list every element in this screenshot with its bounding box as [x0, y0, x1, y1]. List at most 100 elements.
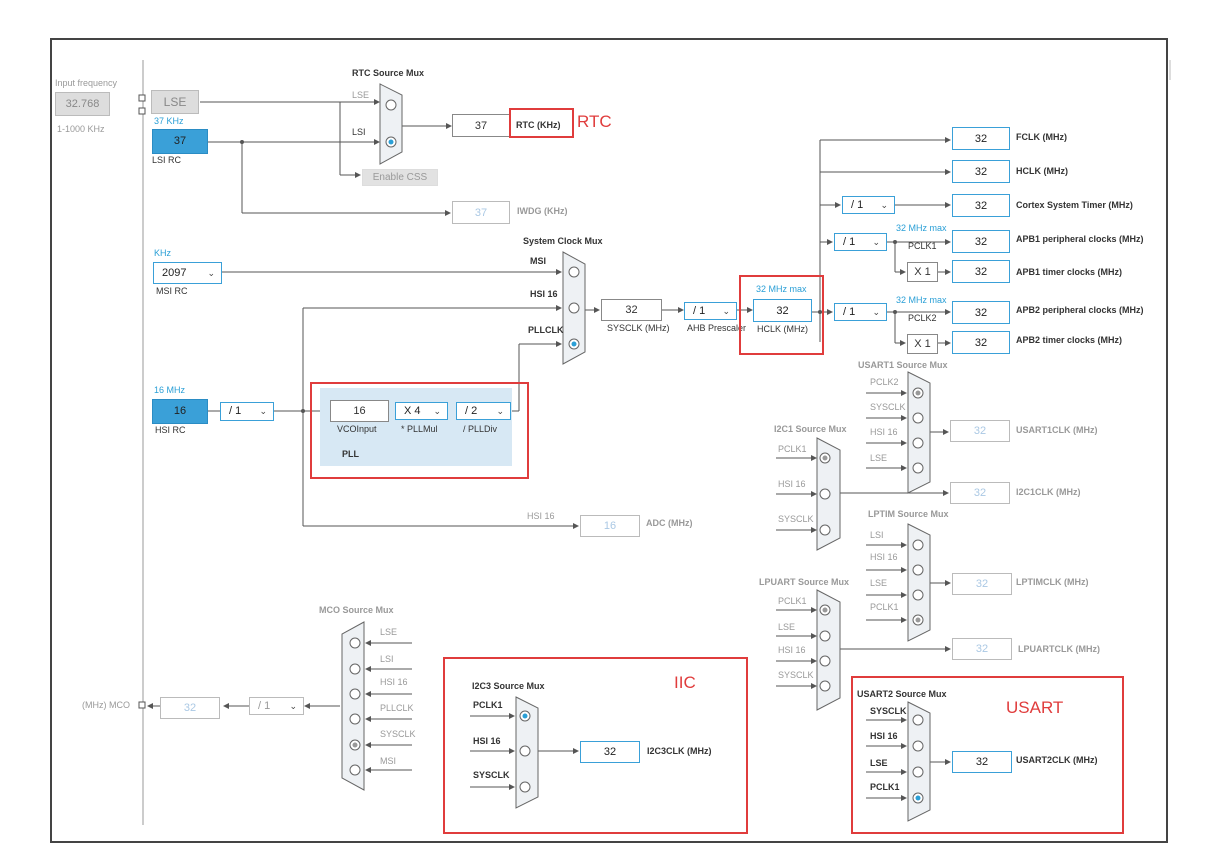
pll-mul-value: X 4 [404, 405, 421, 417]
chevron-down-icon: ⌄ [289, 701, 297, 711]
i2c1-in-3: SYSCLK [778, 514, 814, 524]
chevron-down-icon: ⌄ [207, 268, 215, 278]
apb2-timer-value[interactable]: 32 [952, 331, 1010, 354]
lptim-mux[interactable] [907, 523, 931, 642]
systimer-value[interactable]: 32 [952, 194, 1010, 217]
iic-annotation: IIC [674, 673, 696, 692]
lpuart-mux-title: LPUART Source Mux [759, 577, 850, 587]
ahb-prescaler-value: / 1 [693, 305, 706, 317]
hsi-rc-block[interactable]: 16 [152, 399, 208, 424]
sysmux-title: System Clock Mux [523, 236, 603, 246]
apb1-timer-value[interactable]: 32 [952, 260, 1010, 283]
usart1-value[interactable]: 32 [950, 420, 1010, 442]
systimer-div-select[interactable]: / 1⌄ [842, 196, 895, 214]
mco-in-1: LSE [380, 627, 398, 637]
sysclk-label: SYSCLK (MHz) [607, 323, 670, 333]
apb2-value[interactable]: 32 [952, 301, 1010, 324]
mco-value[interactable]: 32 [160, 697, 220, 719]
pll-div-select[interactable]: / 2⌄ [456, 402, 511, 420]
pll-mul-label: * PLLMul [401, 424, 438, 434]
usart2-in-1: SYSCLK [870, 706, 907, 716]
hclk-out-value[interactable]: 32 [952, 160, 1010, 183]
fclk-value[interactable]: 32 [952, 127, 1010, 150]
ahb-prescaler-select[interactable]: / 1 ⌄ [684, 302, 737, 320]
rtc-highlight [509, 108, 574, 138]
mco-in-2: LSI [380, 654, 394, 664]
chevron-down-icon: ⌄ [496, 406, 504, 416]
i2c3-mux-title: I2C3 Source Mux [472, 681, 545, 691]
apb1-value[interactable]: 32 [952, 230, 1010, 253]
hsi-divider-value: / 1 [229, 405, 242, 417]
sysmux-in-hsi: HSI 16 [530, 289, 558, 299]
i2c1-in-2: HSI 16 [778, 479, 806, 489]
vco-input-label: VCOInput [337, 424, 377, 434]
usart1-mux[interactable] [907, 371, 931, 494]
rtc-in-lse: LSE [352, 90, 370, 100]
lpuart-in-4: SYSCLK [778, 670, 814, 680]
pclk2-label: PCLK2 [908, 313, 937, 323]
vco-input-value[interactable]: 16 [330, 400, 389, 422]
rtc-mux[interactable] [379, 83, 403, 165]
mco-div-select[interactable]: / 1 ⌄ [249, 697, 304, 715]
iic-highlight [443, 657, 748, 834]
clock-config-frame [50, 38, 1168, 843]
lptim-value[interactable]: 32 [952, 573, 1012, 595]
apb2-timer-label: APB2 timer clocks (MHz) [1016, 335, 1123, 345]
sysclk-value[interactable]: 32 [601, 299, 662, 321]
pll-highlight [310, 382, 529, 479]
pll-div-label: / PLLDiv [463, 424, 498, 434]
systimer-label: Cortex System Timer (MHz) [1016, 200, 1133, 210]
chevron-down-icon: ⌄ [259, 406, 267, 416]
i2c3-in-3: SYSCLK [473, 770, 510, 780]
i2c1-value[interactable]: 32 [950, 482, 1010, 504]
apb2-max-label: 32 MHz max [896, 295, 947, 305]
pll-mul-select[interactable]: X 4⌄ [395, 402, 448, 420]
apb1-timer-label: APB1 timer clocks (MHz) [1016, 267, 1123, 277]
mco-div-value: / 1 [258, 700, 271, 712]
rtc-annotation: RTC [577, 112, 612, 131]
msi-range-select[interactable]: 2097⌄ [153, 262, 222, 284]
lsi-rc-block[interactable]: 37 [152, 129, 208, 154]
apb2-label: APB2 peripheral clocks (MHz) [1016, 305, 1144, 315]
usart2-label: USART2CLK (MHz) [1016, 755, 1098, 765]
apb2-div-select[interactable]: / 1⌄ [834, 303, 887, 321]
sysmux-in-msi: MSI [530, 256, 547, 266]
iwdg-value[interactable]: 37 [452, 201, 510, 224]
usart2-in-3: LSE [870, 758, 888, 768]
apb1-div-select[interactable]: / 1⌄ [834, 233, 887, 251]
lpuart-value[interactable]: 32 [952, 638, 1012, 660]
hsi-freq-label: 16 MHz [154, 385, 186, 395]
input-frequency-field[interactable]: 32.768 [55, 92, 110, 116]
mco-mux-title: MCO Source Mux [319, 605, 394, 615]
apb1-label: APB1 peripheral clocks (MHz) [1016, 234, 1144, 244]
mco-in-3: HSI 16 [380, 677, 408, 687]
usart1-in-1: PCLK2 [870, 377, 899, 387]
usart2-mux[interactable] [907, 701, 931, 822]
enable-css-button[interactable]: Enable CSS [362, 169, 438, 186]
hclk-field[interactable]: 32 [753, 299, 812, 322]
hsi-divider-select[interactable]: / 1 ⌄ [220, 402, 274, 421]
lptim-in-1: LSI [870, 530, 884, 540]
usart2-value[interactable]: 32 [952, 751, 1012, 773]
lptim-label: LPTIMCLK (MHz) [1016, 577, 1089, 587]
adc-value[interactable]: 16 [580, 515, 640, 537]
lpuart-in-2: LSE [778, 622, 796, 632]
chevron-down-icon: ⌄ [722, 306, 730, 316]
lse-block[interactable]: LSE [151, 90, 199, 114]
lpuart-mux[interactable] [816, 589, 841, 711]
chevron-down-icon: ⌄ [872, 307, 880, 317]
i2c3-value[interactable]: 32 [580, 741, 640, 763]
mco-in-6: MSI [380, 756, 397, 766]
rtc-value[interactable]: 37 [452, 114, 510, 137]
lpuart-label: LPUARTCLK (MHz) [1018, 644, 1100, 654]
usart1-in-2: SYSCLK [870, 402, 906, 412]
i2c3-in-1: PCLK1 [473, 700, 503, 710]
hclk-max-label: 32 MHz max [756, 284, 807, 294]
lptim-in-2: HSI 16 [870, 552, 898, 562]
lsi-rc-label: LSI RC [152, 155, 182, 165]
msi-rc-label: MSI RC [156, 286, 188, 296]
chevron-down-icon: ⌄ [872, 237, 880, 247]
lpuart-in-1: PCLK1 [778, 596, 807, 606]
lpuart-in-3: HSI 16 [778, 645, 806, 655]
ahb-prescaler-label: AHB Prescaler [687, 323, 747, 333]
